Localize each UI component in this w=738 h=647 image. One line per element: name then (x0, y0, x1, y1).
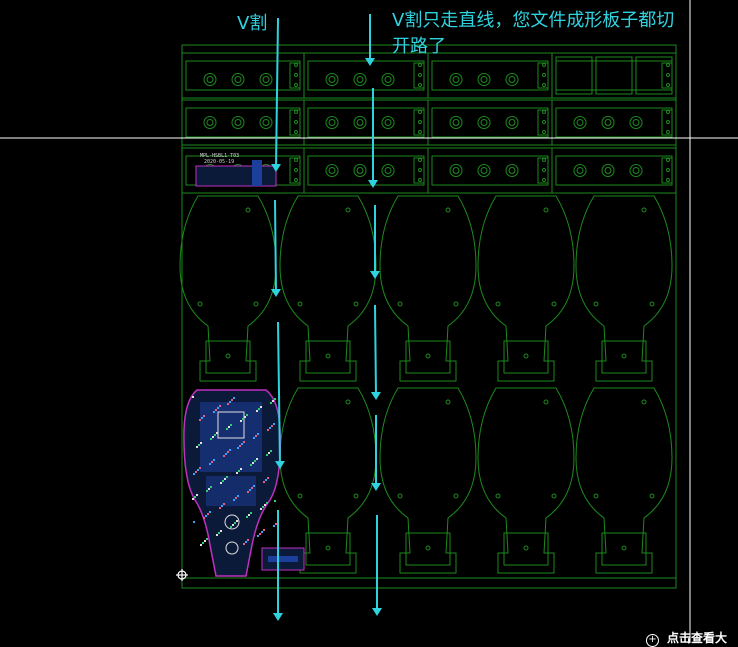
arrow-col1-b (274, 321, 285, 469)
view-larger-label: 点击查看大 (667, 631, 728, 645)
view-larger-button[interactable]: + 点击查看大 (646, 629, 727, 647)
arrow-col1-a (270, 199, 281, 297)
silkscreen-detail: MPL-HSBL1-T03 2020-05-19 (195, 153, 277, 187)
zoom-plus-icon: + (646, 634, 659, 647)
vcut-note-line2: 开路了 (392, 36, 446, 57)
svg-text:MPL-HSBL1-T03: MPL-HSBL1-T03 (200, 153, 239, 159)
rect-board-rows (181, 52, 677, 194)
origin-marker-icon (176, 569, 188, 581)
svg-text:2020-05-19: 2020-05-19 (204, 159, 234, 165)
vcut-note-line1: V割只走直线，您文件成形板子都切 (392, 10, 675, 31)
arrow-vcut-label (271, 17, 282, 172)
vcut-label: V割 (237, 13, 268, 34)
arrow-col2-c (370, 304, 381, 400)
routed-pcb-board (183, 389, 305, 577)
vcut-arrows (270, 14, 382, 621)
